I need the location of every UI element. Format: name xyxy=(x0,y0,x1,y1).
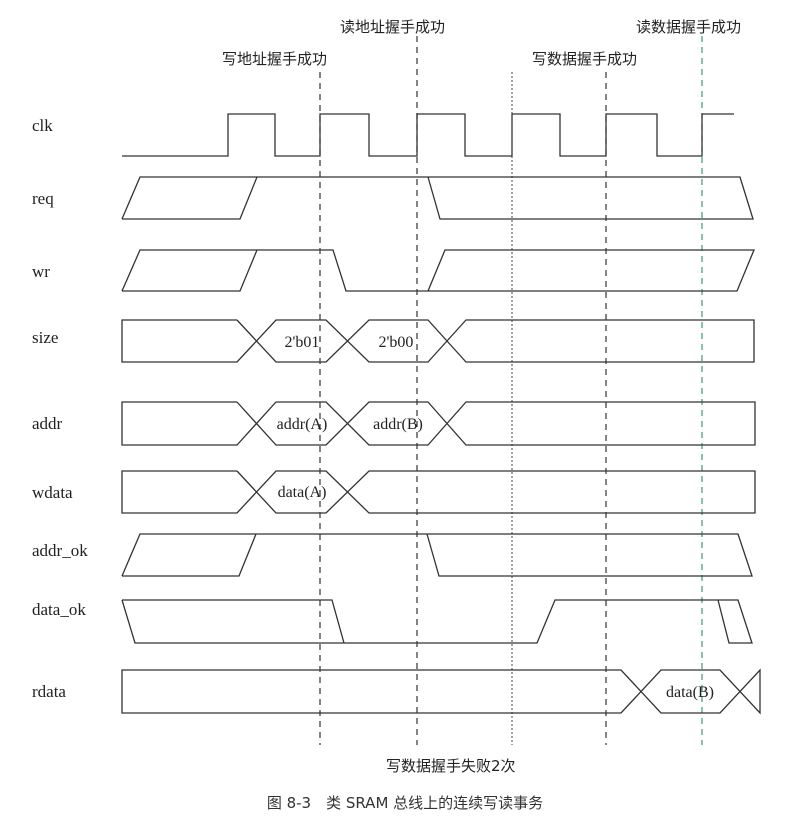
req-waveform xyxy=(121,176,754,220)
label-write-data-fail: 写数据握手失败2次 xyxy=(386,757,516,775)
addr-value-a: addr(A) xyxy=(277,416,328,433)
signal-name-addr: addr xyxy=(32,414,63,433)
signal-name-wdata: wdata xyxy=(32,483,73,502)
wdata-value-a: data(A) xyxy=(278,484,327,501)
signal-name-data-ok: data_ok xyxy=(32,600,86,619)
label-read-addr-ok: 读地址握手成功 xyxy=(340,18,445,36)
label-write-addr-ok: 写地址握手成功 xyxy=(222,50,327,68)
signal-name-addr-ok: addr_ok xyxy=(32,541,88,560)
rdata-bus xyxy=(121,668,761,715)
signal-name-clk: clk xyxy=(32,116,53,135)
figure-caption: 图 8-3 类 SRAM 总线上的连续写读事务 xyxy=(267,794,543,812)
addr-ok-waveform xyxy=(121,533,753,577)
signal-name-req: req xyxy=(32,189,54,208)
addr-bus xyxy=(121,401,756,446)
size-bus xyxy=(121,319,755,363)
addr-value-b: addr(B) xyxy=(373,416,423,433)
clk-waveform xyxy=(122,113,734,157)
signal-name-wr: wr xyxy=(32,262,50,281)
label-write-data-ok: 写数据握手成功 xyxy=(532,50,637,68)
data-ok-waveform xyxy=(121,599,753,644)
size-value-a: 2'b01 xyxy=(285,334,320,351)
wr-waveform xyxy=(121,249,755,292)
signal-name-rdata: rdata xyxy=(32,682,66,701)
rdata-value-b: data(B) xyxy=(666,684,714,701)
label-read-data-ok: 读数据握手成功 xyxy=(636,18,741,36)
wdata-bus xyxy=(121,470,756,514)
size-value-b: 2'b00 xyxy=(379,334,414,351)
signal-name-size: size xyxy=(32,328,58,347)
